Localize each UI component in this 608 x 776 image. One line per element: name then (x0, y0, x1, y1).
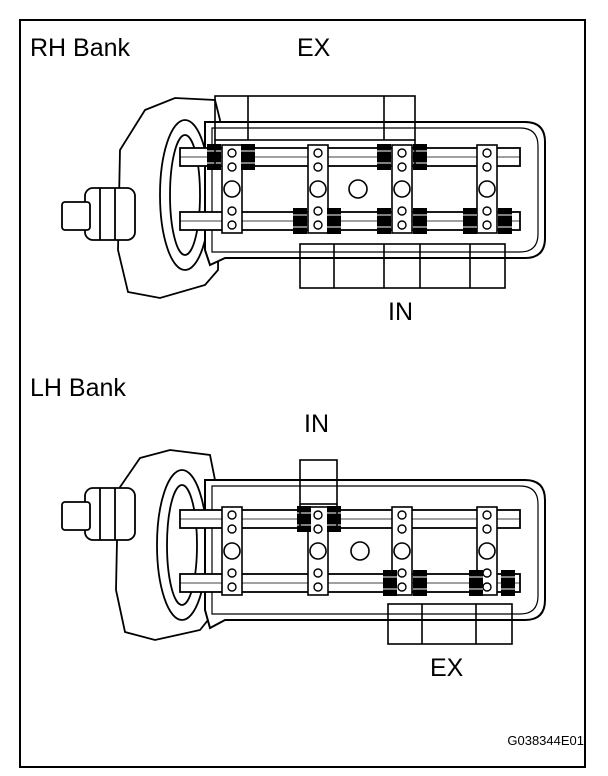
lh-front-housing (61, 449, 216, 641)
rh-cam-lobe (292, 207, 308, 235)
lh-cam-lobe (382, 569, 398, 597)
lh-bank-title: LH Bank (30, 374, 126, 402)
lh-cam-lobe (500, 569, 516, 597)
rh-cam-lobe (462, 207, 478, 235)
lh-ex-callout (387, 603, 513, 645)
lh-bearing-cap (221, 506, 243, 596)
lh-cam-lobe (468, 569, 484, 597)
rh-cam-lobe (240, 143, 256, 171)
rh-cam-lobe (497, 207, 513, 235)
lh-bank-assembly (61, 449, 546, 645)
rh-front-housing (61, 97, 221, 299)
figure-id: G038344E01 (507, 733, 584, 748)
diagram-frame (19, 19, 586, 768)
rh-bearing-cap (221, 144, 243, 234)
lh-cam-lobe (412, 569, 428, 597)
rh-ex-label: EX (297, 34, 331, 62)
rh-in-callout (299, 243, 506, 289)
lh-center-bolt (350, 541, 370, 561)
lh-intake-camshaft (179, 573, 521, 593)
rh-bearing-cap (391, 144, 413, 234)
lh-in-label: IN (304, 410, 329, 438)
rh-ex-callout (214, 95, 416, 166)
rh-cam-lobe (206, 143, 222, 171)
lh-ex-label: EX (430, 654, 464, 682)
lh-cam-lobe (296, 505, 312, 533)
rh-center-bolt (348, 179, 368, 199)
rh-cam-lobe (326, 207, 342, 235)
rh-in-label: IN (388, 298, 413, 326)
rh-bearing-cap (476, 144, 498, 234)
rh-bearing-cap (307, 144, 329, 234)
lh-in-callout (299, 459, 338, 528)
rh-bank-assembly (61, 95, 546, 299)
rh-cam-lobe (412, 207, 428, 235)
rh-cam-lobe (376, 143, 392, 171)
rh-bank-title: RH Bank (30, 34, 131, 62)
lh-cam-lobe (326, 505, 342, 533)
rh-cam-lobe (376, 207, 392, 235)
